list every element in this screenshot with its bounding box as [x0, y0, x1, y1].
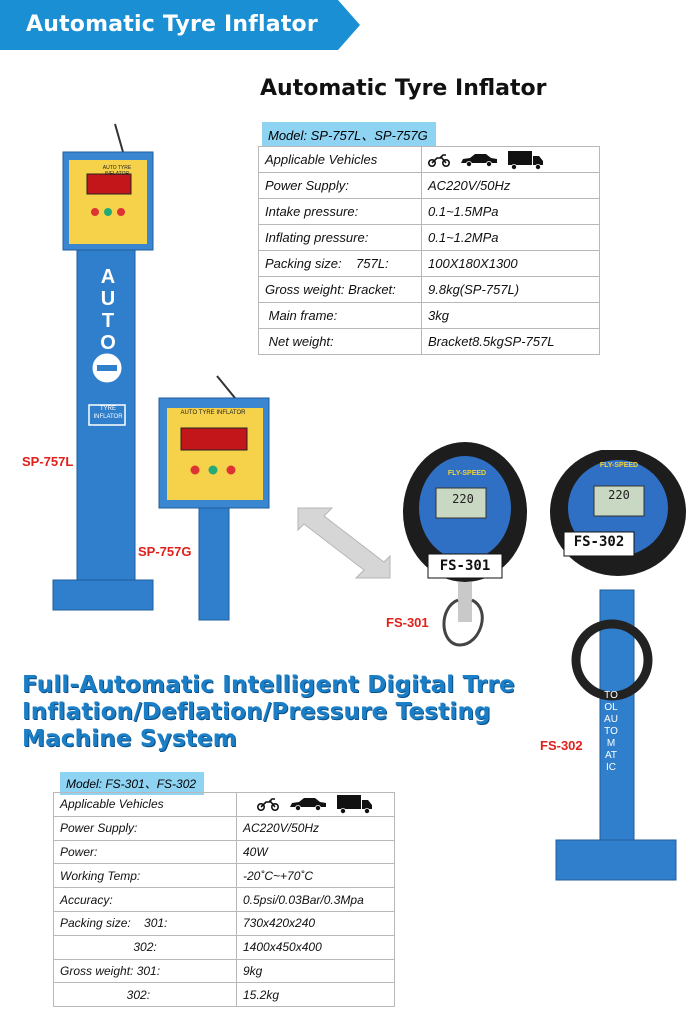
table-row: Working Temp:-20˚C~+70˚C [53, 863, 395, 889]
table-row: Accuracy:0.5psi/0.03Bar/0.3Mpa [53, 887, 395, 912]
fs302-brand: FLY-SPEED [599, 462, 639, 469]
spec-value: 0.1~1.2MPa [421, 224, 600, 251]
spec-key: Power: [53, 839, 237, 865]
section2-title: Full-Automatic Intelligent Digital Trre … [22, 672, 515, 753]
fs301-brand: FLY-SPEED [447, 470, 487, 477]
auto-pillar-letters: A U T O [96, 266, 120, 354]
table-row: Applicable Vehicles [53, 792, 395, 817]
spec-key: Gross weight: Bracket: [258, 276, 422, 303]
spec-table-sp757: Applicable Vehicles [258, 146, 600, 355]
label-sp757g: SP-757G [138, 544, 192, 559]
spec-key: Intake pressure: [258, 198, 422, 225]
pillar-letter: T [101, 310, 115, 332]
fs302-product-image [550, 450, 686, 881]
fs301-reading: 220 [452, 492, 474, 506]
header-banner [0, 0, 360, 50]
tyre-inflator-tag: TYRE INFLATOR [93, 406, 123, 420]
spec-value: AC220V/50Hz [236, 815, 395, 841]
spec-value: 9kg [236, 958, 395, 984]
label-fs301: FS-301 [386, 615, 429, 630]
spec-value: 9.8kg(SP-757L) [421, 276, 600, 303]
sp757g-panel-title: AUTO TYRE INFLATOR [180, 410, 246, 416]
sp757l-panel-title: AUTO TYRE INFLATOR [102, 165, 132, 177]
table-row: Packing size: 301:730x420x240 [53, 910, 395, 936]
car-icon [290, 798, 326, 812]
fs302-pillar-text: TOOL AUTOMATIC [604, 690, 618, 773]
spec-key: Power Supply: [53, 815, 237, 841]
spec-value: 1400x450x400 [236, 934, 395, 960]
spec-value-vehicles [421, 146, 600, 173]
truck-icon [508, 150, 543, 170]
spec-value: 0.5psi/0.03Bar/0.3Mpa [236, 887, 395, 912]
spec-value: 15.2kg [236, 982, 395, 1008]
spec-table-fs30x: Applicable Vehicles [53, 792, 395, 1008]
table-row: Net weight:Bracket8.5kgSP-757L [258, 328, 600, 355]
table-row: Applicable Vehicles [258, 146, 600, 173]
pillar-letter: O [100, 332, 116, 354]
pillar-letter: A [100, 266, 116, 288]
pillar-letter: U [100, 288, 116, 310]
spec-key: Inflating pressure: [258, 224, 422, 251]
table-row: Inflating pressure:0.1~1.2MPa [258, 224, 600, 251]
spec-key: Power Supply: [258, 172, 422, 199]
table-row: Power Supply:AC220V/50Hz [258, 172, 600, 199]
spec-key: Working Temp: [53, 863, 237, 889]
table-row: Packing size: 757L:100X180X1300 [258, 250, 600, 277]
car-icon [461, 153, 497, 167]
spec-key: Accuracy: [53, 887, 237, 912]
table-row: Power:40W [53, 839, 395, 865]
spec-key: 302: [53, 934, 237, 960]
spec-value: -20˚C~+70˚C [236, 863, 395, 889]
double-arrow-icon [297, 507, 391, 579]
section2-title-line: Inflation/Deflation/Pressure Testing [22, 699, 491, 725]
label-fs302: FS-302 [540, 738, 583, 753]
spec-value: Bracket8.5kgSP-757L [421, 328, 600, 355]
fs302-reading: 220 [608, 488, 630, 502]
table-row: 302:15.2kg [53, 982, 395, 1008]
truck-icon [337, 795, 372, 815]
table-row: Intake pressure:0.1~1.5MPa [258, 198, 600, 225]
motorcycle-icon [257, 798, 279, 812]
spec-key: 302: [53, 982, 237, 1008]
section2-title-line: Machine System [22, 726, 237, 752]
table-row: 302:1400x450x400 [53, 934, 395, 960]
spec-value: 40W [236, 839, 395, 865]
label-sp757l: SP-757L [22, 454, 74, 469]
spec-key: Main frame: [258, 302, 422, 329]
spec-key: Net weight: [258, 328, 422, 355]
spec-key: Applicable Vehicles [258, 146, 422, 173]
spec-value-vehicles [236, 792, 395, 817]
spec-key: Gross weight: 301: [53, 958, 237, 984]
sp757g-product-image [158, 375, 270, 621]
fs301-plate: FS-301 [439, 558, 491, 574]
fs301-product-image [403, 442, 527, 647]
section1-heading: Automatic Tyre Inflator [260, 76, 547, 101]
section2-title-line: Full-Automatic Intelligent Digital Trre [22, 672, 515, 698]
spec-key: Applicable Vehicles [53, 792, 237, 817]
spec-value: AC220V/50Hz [421, 172, 600, 199]
fs302-plate: FS-302 [573, 534, 625, 550]
sp757l-product-image [52, 123, 154, 611]
spec-key: Packing size: 757L: [258, 250, 422, 277]
spec-value: 100X180X1300 [421, 250, 600, 277]
motorcycle-icon [428, 153, 450, 167]
spec-value: 730x420x240 [236, 910, 395, 936]
spec-value: 3kg [421, 302, 600, 329]
table-row: Gross weight: 301:9kg [53, 958, 395, 984]
table-row: Power Supply:AC220V/50Hz [53, 815, 395, 841]
table-row: Main frame:3kg [258, 302, 600, 329]
table-row: Gross weight: Bracket:9.8kg(SP-757L) [258, 276, 600, 303]
spec-key: Packing size: 301: [53, 910, 237, 936]
spec-value: 0.1~1.5MPa [421, 198, 600, 225]
section2-model: Model: FS-301、FS-302 [60, 772, 205, 795]
banner-title: Automatic Tyre Inflator [26, 12, 318, 37]
section1-model: Model: SP-757L、SP-757G [262, 122, 436, 147]
